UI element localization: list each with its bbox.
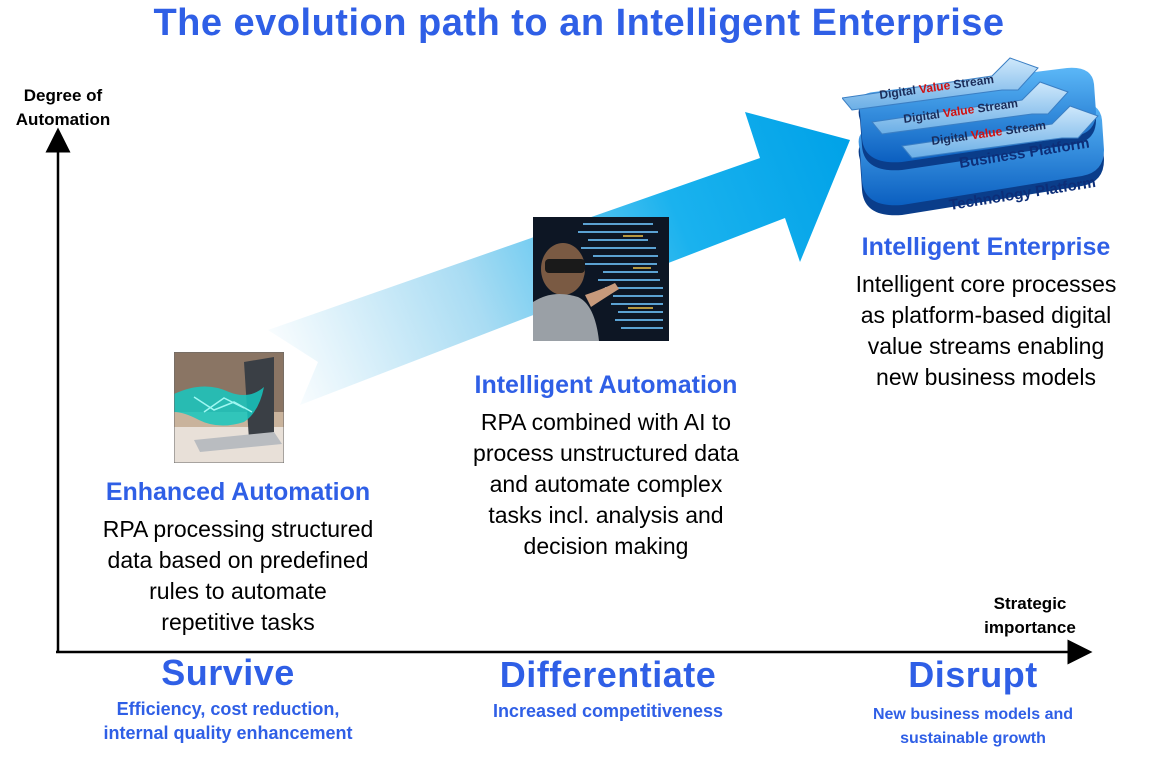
x-axis-label: Strategic importance — [984, 594, 1076, 637]
y-axis-label: Degree of Automation — [15, 86, 111, 129]
stage-title-intelligent-enterprise: Intelligent Enterprise — [861, 233, 1111, 261]
stage-title-intelligent-automation: Intelligent Automation — [474, 371, 738, 399]
stream-label-1: Digital Value Stream — [878, 72, 994, 102]
vr-person-code-image — [533, 217, 669, 341]
stage-body-enhanced: RPA processing structured data based on … — [102, 516, 374, 635]
phase-title-disrupt: Disrupt — [908, 654, 1038, 695]
stage-body-intelligent-automation: RPA combined with AI to process unstruct… — [473, 409, 739, 559]
stream-label-3: Digital Value Stream — [930, 118, 1046, 148]
stage-title-enhanced: Enhanced Automation — [105, 478, 371, 506]
phase-sub-differentiate: Increased competitiveness — [492, 701, 724, 721]
phase-sub-disrupt: New business models and sustainable grow… — [872, 706, 1074, 747]
phase-title-differentiate: Differentiate — [499, 654, 717, 695]
hand-laptop-image — [174, 352, 284, 463]
stream-label-2: Digital Value Stream — [902, 96, 1018, 126]
platform-stack-graphic: Digital Value Stream Digital Value Strea… — [842, 57, 1104, 216]
value-stream-arrows — [842, 57, 1099, 159]
phase-title-survive: Survive — [161, 652, 295, 693]
page-title: The evolution path to an Intelligent Ent… — [153, 2, 1005, 44]
stage-body-intelligent-enterprise: Intelligent core processes as platform-b… — [855, 271, 1117, 390]
phase-sub-survive: Efficiency, cost reduction, internal qua… — [103, 699, 353, 743]
